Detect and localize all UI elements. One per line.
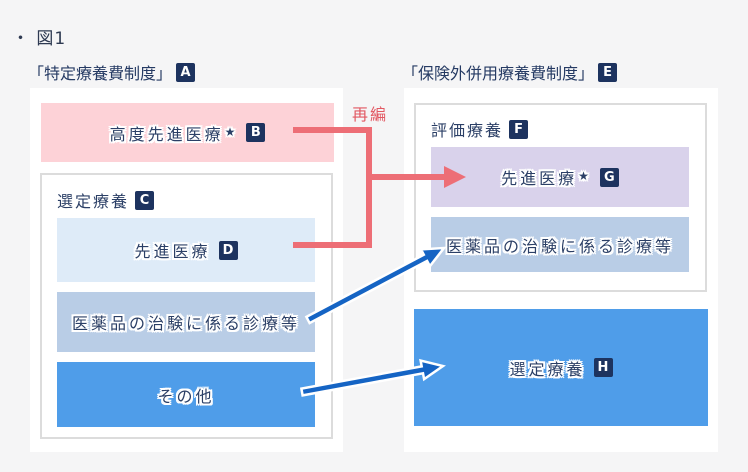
box-selected-care: 選定療養 H <box>414 309 708 426</box>
box-other-label: その他 <box>157 386 215 406</box>
badge-h: H <box>593 358 613 377</box>
badge-f: F <box>509 119 529 139</box>
box-other: その他 <box>57 362 315 427</box>
box-advanced-medical-right: 先進医療★ G <box>431 147 689 207</box>
left-panel-heading: 「特定療養費制度」 A <box>28 60 196 84</box>
badge-a: A <box>176 62 196 82</box>
right-panel-heading-text: 「保険外併用療養費制度」 <box>402 64 595 83</box>
evaluation-care-frame-label: 評価療養 F <box>431 117 529 141</box>
left-panel-heading-text: 「特定療養費制度」 <box>28 64 173 83</box>
badge-d: D <box>218 240 238 260</box>
evaluation-care-frame-label-text: 評価療養 <box>431 121 504 140</box>
box-clinical-trials-right: 医薬品の治験に係る診療等 <box>431 217 689 272</box>
reorganization-label: 再編 <box>352 105 389 124</box>
box-advanced-medical-left-label: 先進医療 <box>134 242 211 261</box>
badge-c: C <box>135 190 155 210</box>
box-highly-advanced-medical-label: 高度先進医療★ <box>109 124 239 144</box>
badge-b: B <box>246 123 266 142</box>
box-clinical-trials-left-label: 医薬品の治験に係る診療等 <box>71 314 300 333</box>
box-advanced-medical-left: 先進医療 D <box>57 218 315 282</box>
box-highly-advanced-medical: 高度先進医療★ B <box>41 103 334 162</box>
box-selected-care-label: 選定療養 <box>509 359 586 379</box>
box-advanced-medical-right-label: 先進医療★ <box>501 169 592 188</box>
box-clinical-trials-left: 医薬品の治験に係る診療等 <box>57 292 315 352</box>
footnote-star: ★ <box>578 169 592 183</box>
figure-title: ・ 図1 <box>12 29 67 49</box>
badge-e: E <box>598 62 618 82</box>
box-clinical-trials-right-label: 医薬品の治験に係る診療等 <box>445 236 674 256</box>
selected-care-frame-label: 選定療養 C <box>57 188 155 212</box>
badge-g: G <box>599 167 619 187</box>
selected-care-frame-label-text: 選定療養 <box>57 192 130 211</box>
right-panel-heading: 「保険外併用療養費制度」 E <box>402 60 618 84</box>
footnote-star: ★ <box>224 124 239 139</box>
